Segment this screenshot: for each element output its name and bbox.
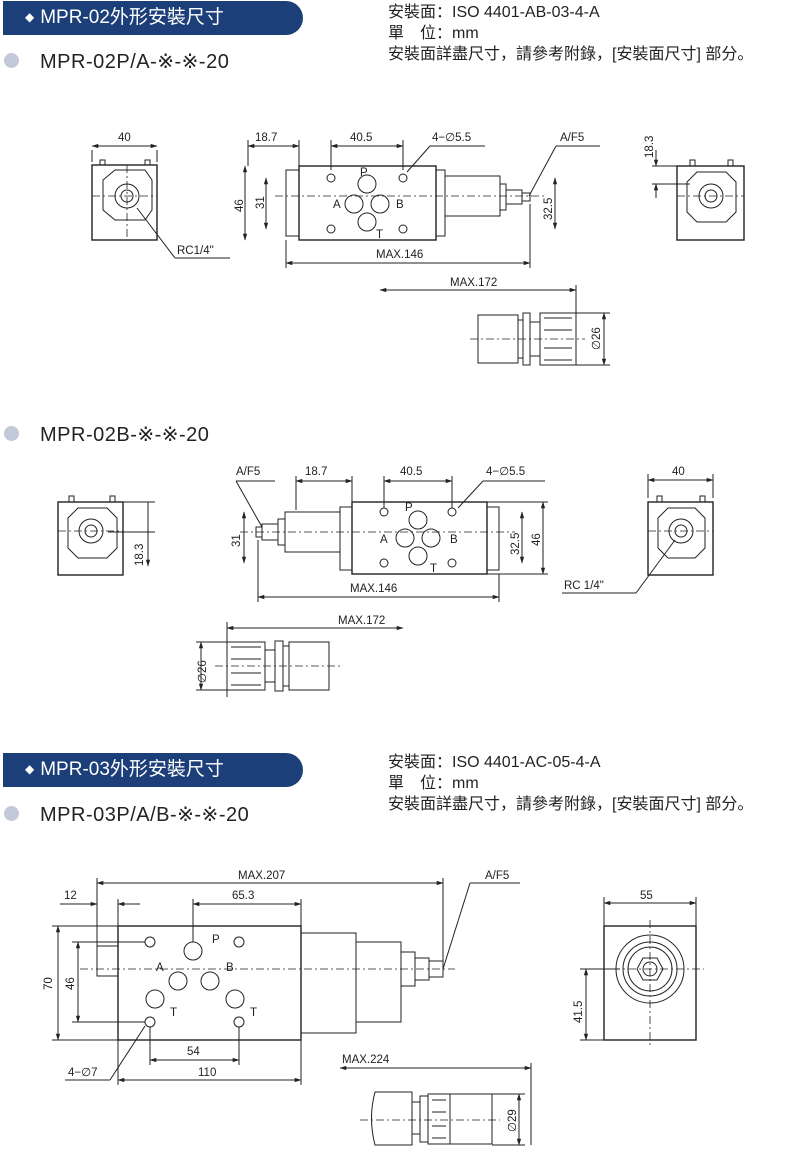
dim-h31-b: 31: [231, 534, 243, 547]
drawing-mpr02pa-end-view: 40 RC1/4": [91, 132, 230, 259]
label-af-03: A/F5: [485, 870, 509, 882]
drawing-mpr03-knob: MAX.224 ∅29: [339, 1054, 532, 1146]
dim-width-40-b: 40: [672, 466, 685, 478]
port-a-label-b: A: [380, 534, 388, 546]
spec-block-mpr03: 安裝面：ISO 4401-AC-05-4-A 單 位：mm 安裝面詳盡尺寸，請參…: [388, 754, 754, 813]
bullet-icon: [4, 806, 19, 821]
dim-12: 12: [64, 890, 77, 902]
dim-max172-b: MAX.172: [338, 615, 385, 627]
dim-width-40: 40: [118, 132, 131, 144]
port-b-label-b: B: [450, 534, 458, 546]
dim-54: 54: [187, 1046, 200, 1058]
drawing-mpr03-side-view: P A B T T MAX.207 12 65.3 A/F5 70 46 54: [43, 870, 520, 1085]
dim-width-55: 55: [640, 890, 653, 902]
section-header-mpr02: ◆MPR-02外形安裝尺寸: [3, 1, 303, 35]
drawing-mpr02b-side-view: P A B T 18.7 40.5 4−∅5.5 A/F5 31 32.5 46…: [231, 466, 548, 602]
label-af: A/F5: [560, 132, 584, 144]
port-b-label-03: B: [226, 962, 234, 974]
dim-max224: MAX.224: [342, 1054, 390, 1066]
drawing-mpr02pa-knob: MAX.172 ∅26: [379, 277, 610, 366]
dim-h70: 70: [43, 977, 55, 990]
model-title-mpr03: MPR-03P/A/B-※-※-20: [40, 804, 250, 826]
dim-415: 41.5: [573, 1001, 585, 1023]
drawing-mpr02b-right-view: 40 RC 1/4": [562, 466, 714, 594]
dim-max146: MAX.146: [376, 249, 423, 261]
diamond-icon: ◆: [25, 10, 35, 24]
port-p-label: P: [360, 167, 368, 179]
dim-max207: MAX.207: [238, 870, 285, 882]
drawing-mpr02pa-right-view: 18.3: [644, 136, 745, 241]
drawing-mpr02b-left-view: 18.3: [57, 495, 155, 576]
dim-187: 18.7: [255, 132, 277, 144]
port-b-label: B: [396, 199, 404, 211]
port-t-label-b: T: [430, 563, 437, 575]
drawing-mpr03-right-view: 55 41.5: [573, 890, 704, 1046]
label-rc-b: RC 1/4": [564, 580, 604, 592]
dim-dia29: ∅29: [507, 1109, 519, 1132]
dim-holes-b: 4−∅5.5: [486, 466, 525, 478]
dim-183-b: 18.3: [134, 544, 146, 566]
dim-653: 65.3: [232, 890, 254, 902]
dim-holes-03: 4−∅7: [68, 1067, 98, 1079]
dim-110: 110: [198, 1067, 216, 1079]
port-a-label-03: A: [156, 962, 164, 974]
drawing-mpr02pa-side-view: P A B T 18.7 40.5 4−∅5.5 A/F5 46 31 32.5…: [234, 132, 600, 268]
dim-dia26: ∅26: [591, 327, 603, 350]
dim-325: 32.5: [543, 198, 555, 220]
dim-187-b: 18.7: [305, 466, 327, 478]
port-a-label: A: [333, 199, 341, 211]
port-t1-label-03: T: [170, 1007, 177, 1019]
dim-dia26-b: ∅26: [197, 660, 209, 683]
dim-h46-b: 46: [531, 533, 543, 546]
label-rc: RC1/4": [177, 245, 214, 257]
diamond-icon: ◆: [25, 762, 35, 776]
model-title-b: MPR-02B-※-※-20: [40, 424, 210, 446]
dim-183: 18.3: [644, 136, 656, 158]
hex-nut-shape: [102, 169, 153, 221]
port-p-label-03: P: [212, 934, 220, 946]
dim-325-b: 32.5: [510, 533, 522, 555]
spec-block-mpr02: 安裝面：ISO 4401-AB-03-4-A 單 位：mm 安裝面詳盡尺寸，請參…: [388, 4, 754, 63]
dim-holes: 4−∅5.5: [432, 132, 471, 144]
section-header-mpr03: ◆MPR-03外形安裝尺寸: [3, 753, 303, 787]
label-af-b: A/F5: [236, 466, 260, 478]
port-t-label: T: [376, 229, 383, 241]
dim-405: 40.5: [350, 132, 372, 144]
model-title-a: MPR-02P/A-※-※-20: [40, 51, 230, 73]
dim-h31: 31: [255, 196, 267, 209]
drawing-mpr02b-knob: MAX.172 ∅26: [196, 615, 404, 697]
dim-h46-03: 46: [65, 977, 77, 990]
dim-h46: 46: [234, 199, 246, 212]
port-t2-label-03: T: [250, 1007, 257, 1019]
port-p-label-b: P: [405, 502, 413, 514]
bullet-icon: [4, 426, 19, 441]
dim-405-b: 40.5: [400, 466, 422, 478]
bullet-icon: [4, 53, 19, 68]
dim-max172: MAX.172: [450, 277, 497, 289]
dim-max146-b: MAX.146: [350, 583, 397, 595]
